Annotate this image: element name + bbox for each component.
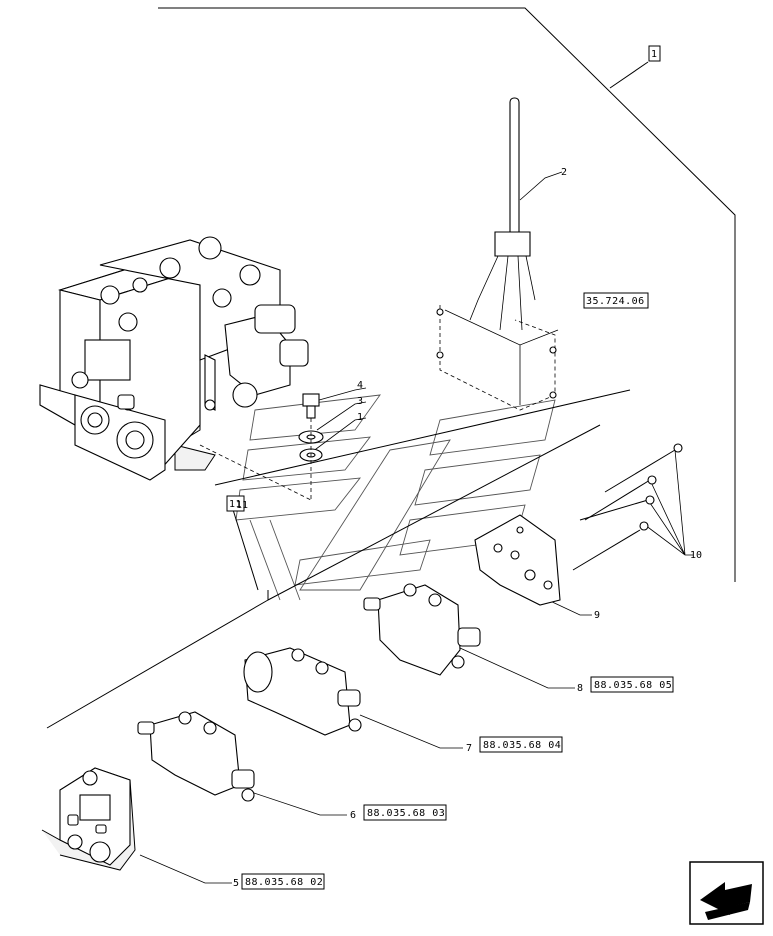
ref-box-88-035-68-04: 88.035.68 04 [479, 736, 563, 753]
callout-4: 4 [357, 380, 363, 391]
ref-label-88-035-68-02: 88.035.68 02 [245, 877, 323, 888]
callout-11: 11 [236, 500, 248, 511]
control-lever [436, 97, 559, 411]
ref-box-88-035-68-05: 88.035.68 05 [590, 676, 674, 693]
ref-box-35-724-06: 35.724.06 [583, 292, 649, 309]
bolt-and-washers [199, 393, 324, 501]
callout-labels: 2 4 3 1 9 10 8 7 6 5 11 [233, 167, 702, 889]
ref-label-88-035-68-05: 88.035.68 05 [594, 680, 672, 691]
ref-box-88-035-68-02: 88.035.68 02 [241, 873, 325, 890]
ref-label-88-035-68-04: 88.035.68 04 [483, 740, 561, 751]
callout-9: 9 [594, 610, 600, 621]
ref-box-11: 11 [226, 495, 245, 512]
leader-lines [139, 171, 693, 884]
callout-7: 7 [466, 743, 472, 754]
prev-page-arrow-icon[interactable] [689, 861, 764, 925]
reference-lines [46, 7, 736, 729]
ref-box-1: 1 [648, 45, 661, 62]
callout-5: 5 [233, 878, 239, 889]
callout-2: 2 [561, 167, 567, 178]
callout-1: 1 [357, 412, 363, 423]
valve-section-5 [41, 767, 136, 871]
watermark-logo [235, 394, 556, 601]
ref-box-88-035-68-03: 88.035.68 03 [363, 804, 447, 821]
end-plate [474, 514, 561, 606]
callout-6: 6 [350, 810, 356, 821]
ref-label-11: 11 [229, 499, 242, 510]
tie-rods [572, 443, 683, 571]
valve-section-7 [243, 647, 362, 736]
main-valve-assembly [39, 236, 309, 481]
valve-section-6 [137, 711, 255, 802]
ref-label-88-035-68-03: 88.035.68 03 [367, 808, 445, 819]
valve-section-8 [363, 583, 481, 676]
callout-3: 3 [357, 396, 363, 407]
callout-10: 10 [690, 550, 702, 561]
ref-label-35-724-06: 35.724.06 [586, 296, 645, 307]
ref-label-1: 1 [651, 49, 658, 60]
callout-8: 8 [577, 683, 583, 694]
